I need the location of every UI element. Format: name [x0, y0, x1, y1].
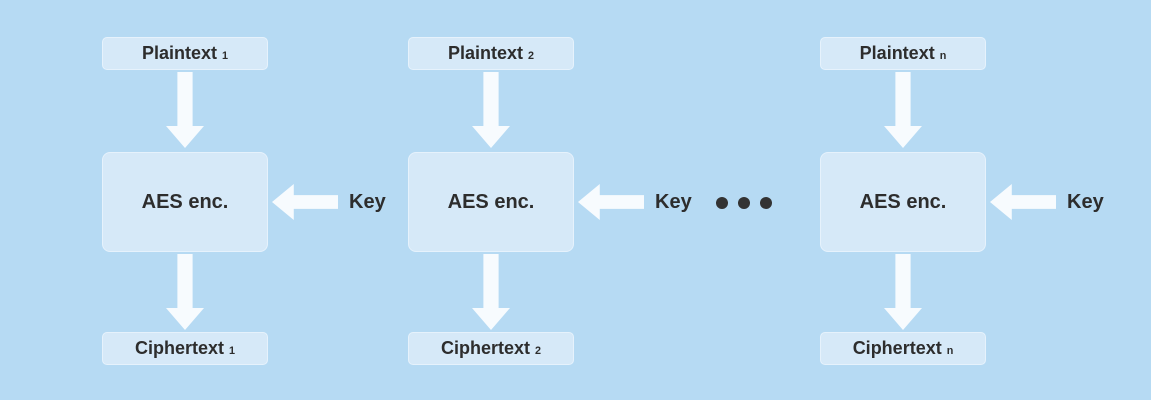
continuation-ellipsis — [716, 195, 772, 211]
encryption-unit-1: Plaintext 1 AES enc. Ciphertext 1 — [102, 0, 268, 400]
plaintext-1-label: Plaintext — [141, 43, 217, 63]
ellipsis-dot-icon — [716, 197, 728, 209]
arrow-down-icon — [166, 254, 204, 330]
plaintext-1-subscript: 1 — [222, 49, 229, 62]
ciphertext-2-box: Ciphertext 2 — [408, 332, 574, 365]
key-1-label: Key — [349, 191, 386, 213]
ciphertext-1-subscript: 1 — [229, 344, 236, 357]
ellipsis-dot-icon — [738, 197, 750, 209]
ciphertext-2-subscript: 2 — [535, 344, 542, 357]
key-2-label: Key — [655, 191, 692, 213]
ciphertext-n-box: Ciphertext n — [820, 332, 986, 365]
ciphertext-1-box: Ciphertext 1 — [102, 332, 268, 365]
plaintext-n-subscript: n — [939, 49, 947, 62]
ciphertext-n-label: Ciphertext — [852, 338, 942, 358]
aes-enc-n-box: AES enc. — [820, 152, 986, 252]
ciphertext-1-label: Ciphertext — [134, 338, 224, 358]
ellipsis-dot-icon — [760, 197, 772, 209]
arrow-down-icon — [472, 72, 510, 148]
plaintext-2-label: Plaintext — [447, 43, 523, 63]
aes-enc-2-box: AES enc. — [408, 152, 574, 252]
plaintext-1-box: Plaintext 1 — [102, 37, 268, 70]
plaintext-2-subscript: 2 — [528, 49, 535, 62]
aes-enc-2-label: AES enc. — [447, 190, 535, 213]
arrow-down-icon — [884, 72, 922, 148]
aes-enc-1-box: AES enc. — [102, 152, 268, 252]
aes-enc-1-label: AES enc. — [141, 190, 229, 213]
encryption-unit-n: Plaintext n AES enc. Ciphertext n — [820, 0, 986, 400]
key-input-n: Key — [990, 184, 1104, 220]
arrow-left-icon — [990, 184, 1056, 220]
arrow-down-icon — [472, 254, 510, 330]
arrow-left-icon — [272, 184, 338, 220]
encryption-unit-2: Plaintext 2 AES enc. Ciphertext 2 — [408, 0, 574, 400]
plaintext-n-box: Plaintext n — [820, 37, 986, 70]
plaintext-n-label: Plaintext — [859, 43, 935, 63]
arrow-left-icon — [578, 184, 644, 220]
key-input-1: Key — [272, 184, 386, 220]
key-n-label: Key — [1067, 191, 1104, 213]
aes-enc-n-label: AES enc. — [859, 190, 947, 213]
key-input-2: Key — [578, 184, 692, 220]
arrow-down-icon — [884, 254, 922, 330]
ciphertext-n-subscript: n — [946, 344, 954, 357]
plaintext-2-box: Plaintext 2 — [408, 37, 574, 70]
ciphertext-2-label: Ciphertext — [440, 338, 530, 358]
arrow-down-icon — [166, 72, 204, 148]
